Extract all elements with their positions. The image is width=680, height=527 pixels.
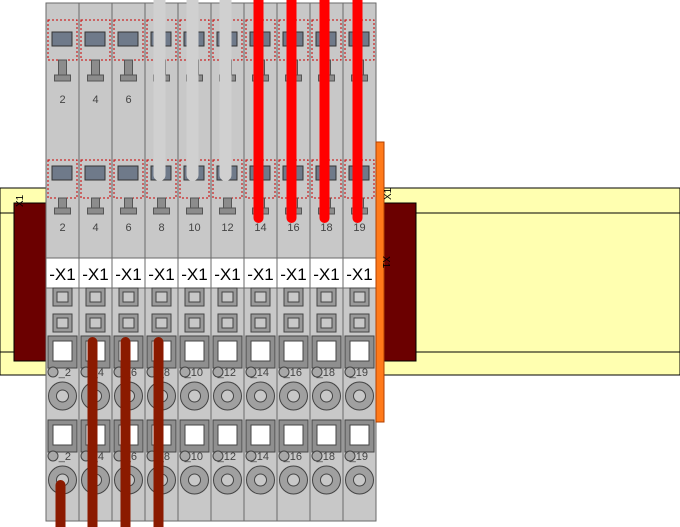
terminal-designation: -X1 <box>148 265 174 284</box>
rail-label-right: X1 <box>383 187 394 200</box>
terminal-designation: -X1 <box>82 265 108 284</box>
terminal-bottom-number: 16 <box>287 222 299 234</box>
left-end-cap <box>13 202 48 362</box>
terminal-bottom-number: 6 <box>125 222 131 234</box>
terminal-designation: -X1 <box>247 265 273 284</box>
terminal-lower-label: _10 <box>184 367 203 379</box>
terminal-lower-label: _16 <box>283 367 302 379</box>
strip-label: X1 <box>380 256 391 269</box>
terminal-5: 10 -X1 _10 _10 <box>177 2 212 522</box>
wire-layer <box>55 0 363 527</box>
terminal-designation: -X1 <box>181 265 207 284</box>
terminal-designation: -X1 <box>313 265 339 284</box>
terminal-bottom-number: 12 <box>221 222 233 234</box>
terminal-bottom-number: 18 <box>320 222 332 234</box>
terminal-lower-label: _19 <box>349 367 368 379</box>
terminal-top-number: 4 <box>92 94 98 106</box>
terminal-lower-label: _18 <box>316 451 335 463</box>
terminal-lower-label: _16 <box>283 451 302 463</box>
terminal-top-number: 6 <box>125 94 131 106</box>
terminal-designation: -X1 <box>115 265 141 284</box>
terminal-bottom-number: 4 <box>92 222 98 234</box>
terminal-bottom-number: 14 <box>254 222 266 234</box>
terminal-lower-label: _14 <box>250 451 269 463</box>
terminal-designation: -X1 <box>49 265 75 284</box>
terminal-bottom-number: 8 <box>158 222 164 234</box>
marker-strip <box>375 141 385 423</box>
terminal-designation: -X1 <box>346 265 372 284</box>
terminal-bottom-number: 2 <box>59 222 65 234</box>
terminal-lower-label: _2 <box>58 451 71 463</box>
terminal-lower-label: _14 <box>250 367 269 379</box>
rail-label-left: X1 <box>15 194 26 207</box>
terminal-lower-label: _18 <box>316 367 335 379</box>
terminal-lower-label: _2 <box>58 367 71 379</box>
terminal-lower-label: _10 <box>184 451 203 463</box>
terminal-bottom-number: 19 <box>353 222 365 234</box>
terminal-1: 2 2 -X1 _2 _2 <box>45 2 80 522</box>
terminal-lower-label: _19 <box>349 451 368 463</box>
terminal-designation: -X1 <box>280 265 306 284</box>
terminal-lower-label: _12 <box>217 451 236 463</box>
terminal-lower-label: _12 <box>217 367 236 379</box>
terminal-designation: -X1 <box>214 265 240 284</box>
terminal-top-number: 2 <box>59 94 65 106</box>
terminal-bottom-number: 10 <box>188 222 200 234</box>
right-end-cap <box>382 202 417 362</box>
